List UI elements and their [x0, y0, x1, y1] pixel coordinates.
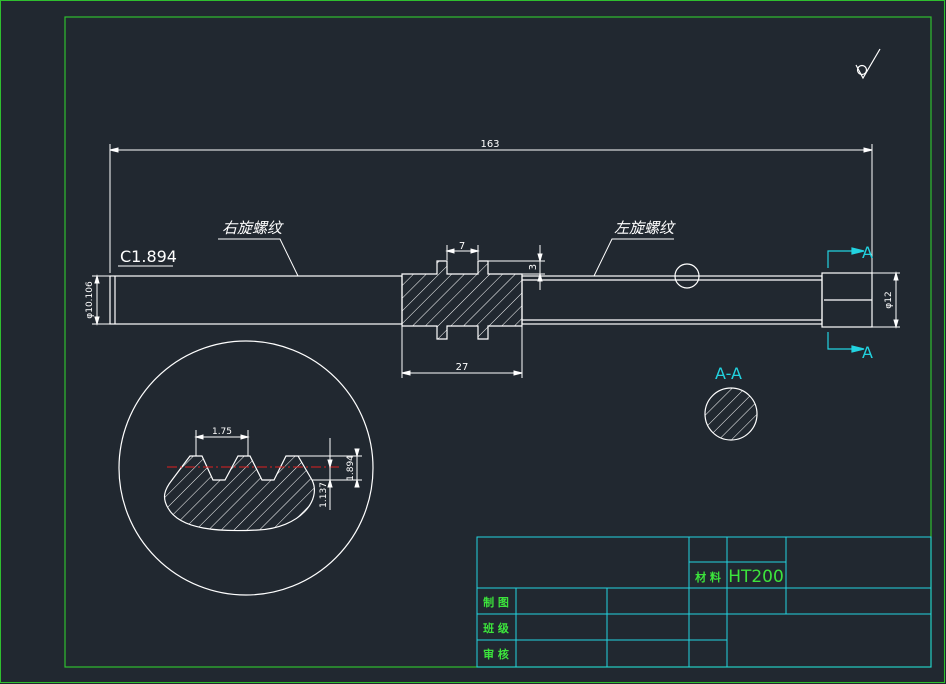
left-thread-leader	[593, 238, 674, 277]
detail-height-text: 1.894	[346, 455, 356, 481]
shaft-outline	[109, 272, 873, 328]
dimension-boss-width	[401, 326, 523, 378]
section-letter-top: A	[862, 243, 873, 262]
title-block-material-value: HT200	[728, 567, 784, 587]
hole-marker-circle	[674, 263, 700, 289]
dim-collar-width-text: 7	[459, 241, 465, 252]
detail-depth-text: 1.137	[319, 482, 329, 508]
chamfer-label: C1.894	[120, 247, 177, 266]
title-block-material-label: 材 料	[695, 570, 721, 584]
detail-thread-profile	[163, 455, 315, 532]
dimension-overall-length	[109, 144, 873, 273]
central-boss-section	[401, 260, 523, 340]
detail-view-circle	[118, 340, 374, 596]
section-view-circle	[704, 387, 758, 441]
dimension-left-diameter	[92, 274, 110, 326]
section-cut-marker-bottom	[827, 332, 865, 353]
dim-boss-width-text: 27	[456, 362, 469, 373]
title-block-drawn-by-label: 制 图	[483, 595, 509, 609]
dim-right-diameter-text: φ12	[884, 291, 894, 308]
section-letter-bottom: A	[862, 343, 873, 362]
drawing-frame	[64, 16, 932, 668]
dimension-collar-width	[445, 245, 480, 260]
dim-left-diameter-text: φ10.106	[85, 281, 95, 319]
detail-dimension-depth	[327, 438, 333, 510]
title-block	[476, 536, 932, 668]
title-block-review-label: 审 核	[483, 647, 509, 661]
left-thread-label: 左旋螺纹	[614, 219, 676, 237]
title-block-class-label: 班 级	[483, 621, 510, 635]
detail-dimension-pitch	[194, 430, 250, 456]
right-thread-label: 右旋螺纹	[222, 219, 284, 237]
right-thread-leader	[218, 238, 299, 277]
detail-pitch-text: 1.75	[212, 427, 232, 437]
dim-collar-height-text: 3	[528, 264, 539, 270]
dimension-right-diameter	[872, 271, 900, 329]
dim-overall-length-text: 163	[480, 139, 499, 150]
detail-dimension-height	[298, 448, 362, 488]
dimension-collar-height	[488, 245, 545, 290]
section-cut-marker-top	[827, 247, 865, 268]
surface-roughness-symbol	[855, 48, 881, 80]
section-view-title: A-A	[715, 364, 742, 383]
